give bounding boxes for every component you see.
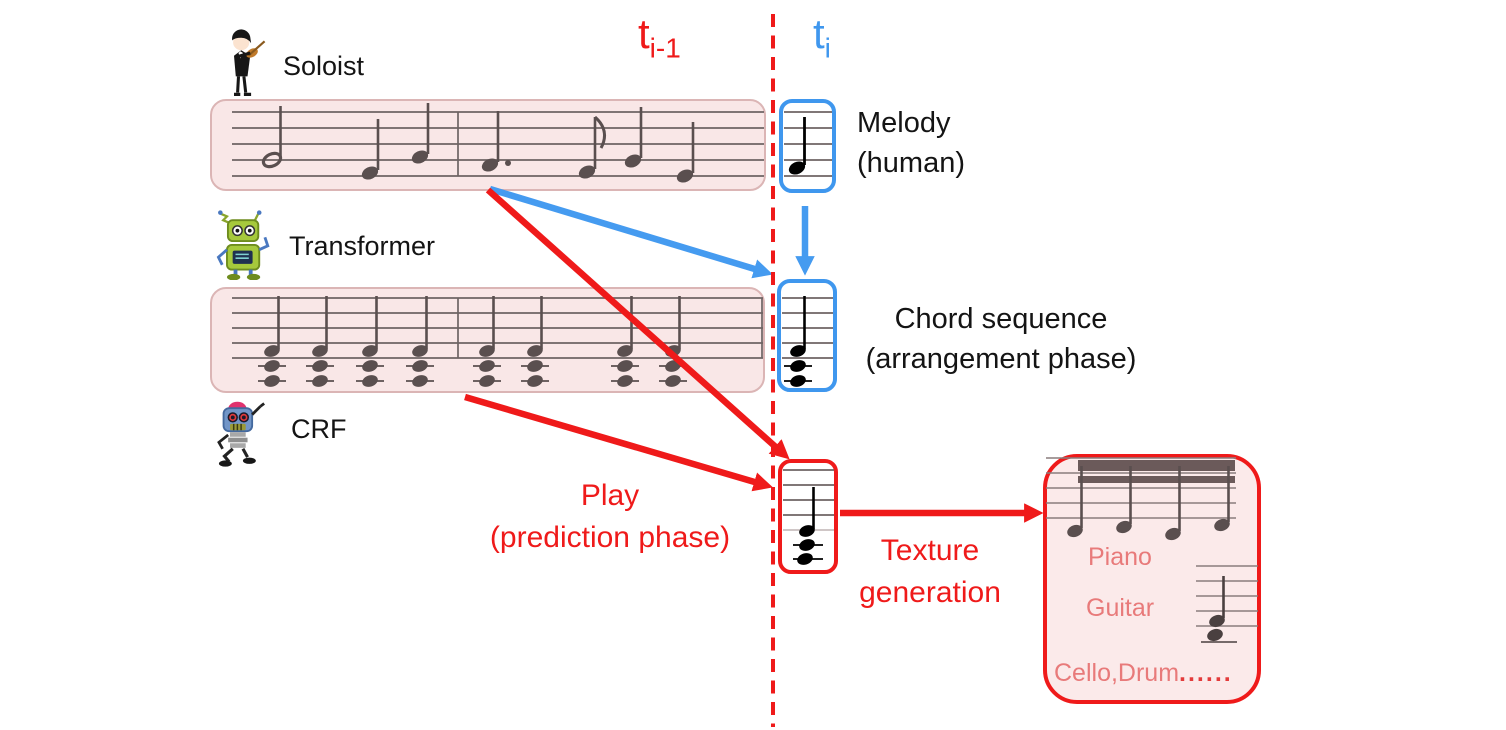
transformer-label: Transformer <box>289 231 436 261</box>
cello-drum-text: Cello,Drum <box>1054 659 1180 687</box>
melody-annotation-line2: (human) <box>857 147 965 179</box>
chord-annotation-line2: (arrangement phase) <box>865 343 1137 375</box>
chords-to-play-arrow <box>464 393 773 492</box>
chord-annotation-line1: Chord sequence <box>894 303 1108 335</box>
melody-history-box <box>210 99 766 191</box>
melody-context-arrow <box>489 185 773 279</box>
time-prev-base: t <box>638 10 650 57</box>
soloist-label: Soloist <box>283 51 365 81</box>
chord-annotation: Chord sequence (arrangement phase) <box>836 299 1166 379</box>
texture-annotation: Texture generation <box>820 530 1040 614</box>
blue-robot-icon <box>212 398 272 475</box>
melody-annotation-line1: Melody <box>857 107 951 139</box>
texture-annotation-line2: generation <box>859 576 1001 609</box>
melody-current-box <box>779 99 836 193</box>
texture-annotation-line1: Texture <box>880 534 980 567</box>
time-curr-label: ti <box>813 10 831 64</box>
chord-current-box <box>777 279 837 392</box>
violinist-icon <box>216 26 270 103</box>
play-annotation: Play (prediction phase) <box>455 475 765 559</box>
melody-annotation: Melody (human) <box>857 103 965 183</box>
crf-label: CRF <box>291 414 347 444</box>
time-curr-subscript: i <box>824 32 831 64</box>
play-annotation-line1: Play <box>580 479 640 512</box>
guitar-label: Guitar <box>1086 594 1155 622</box>
chords-history-box <box>210 287 765 393</box>
piano-label: Piano <box>1088 543 1152 571</box>
time-prev-subscript: i-1 <box>649 32 681 64</box>
play-annotation-line2: (prediction phase) <box>489 521 731 554</box>
cello-drum-dots: ...... <box>1179 659 1233 687</box>
cello-drum-label: Cello,Drum...... <box>1054 659 1233 688</box>
green-robot-icon <box>214 206 276 285</box>
time-prev-label: ti-1 <box>638 10 681 64</box>
time-curr-base: t <box>813 10 825 57</box>
